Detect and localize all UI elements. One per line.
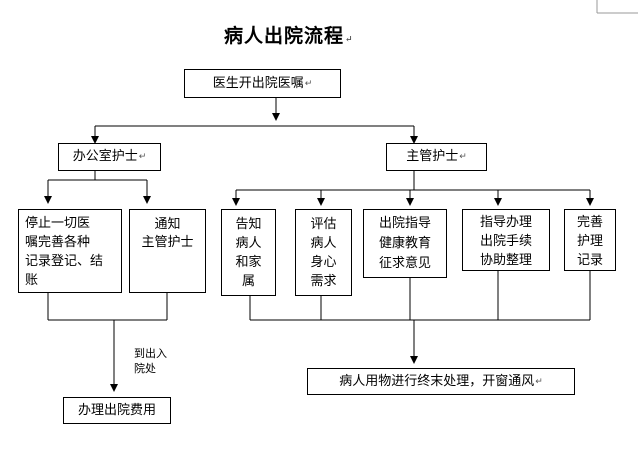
- node-assess-line-3: 身心: [310, 255, 337, 270]
- node-stop-orders-line-1: 停止一切医: [25, 216, 91, 231]
- node-charge-nurse-label: 主管护士: [406, 149, 459, 164]
- node-procedures-line-2: 出院手续: [479, 234, 532, 249]
- node-procedures-line-1: 指导办理: [479, 215, 532, 230]
- node-terminal-disinfection: 病人用物进行终末处理，开窗通风↵: [307, 368, 575, 395]
- edge-label-line-1: 到出入: [134, 347, 167, 360]
- node-records-line-3: 记录: [576, 253, 603, 268]
- paragraph-mark: ↵: [459, 152, 467, 162]
- paragraph-mark: ↵: [304, 78, 313, 89]
- node-stop-orders: 停止一切医 嘱完善各种 记录登记、结 账: [18, 209, 122, 293]
- node-assess-line-4: 需求: [310, 274, 337, 289]
- node-notify-line-2: 主管护士: [141, 235, 194, 250]
- page-corner-mark: [596, 0, 638, 14]
- node-charge-nurse: 主管护士↵: [386, 143, 487, 171]
- node-inform-family: 告知 病人 和家 属: [221, 209, 276, 296]
- node-inform-line-1: 告知: [235, 217, 262, 232]
- node-procedures-line-3: 协助整理: [479, 253, 532, 268]
- node-doctor-order-label: 医生开出院医嘱: [212, 75, 304, 91]
- node-records: 完善 护理 记录: [564, 209, 616, 271]
- node-office-nurse: 办公室护士↵: [58, 143, 161, 171]
- node-assess-patient: 评估 病人 身心 需求: [295, 209, 352, 296]
- node-discharge-guidance: 出院指导 健康教育 征求意见: [363, 209, 447, 278]
- node-stop-orders-line-2: 嘱完善各种: [25, 235, 91, 250]
- paragraph-mark: ↵: [535, 376, 543, 387]
- edge-label-line-2: 院处: [134, 362, 156, 375]
- node-inform-line-4: 属: [241, 274, 255, 289]
- node-assess-line-1: 评估: [310, 217, 337, 232]
- node-procedures: 指导办理 出院手续 协助整理: [462, 209, 550, 271]
- node-records-line-1: 完善: [576, 215, 603, 230]
- node-stop-orders-line-4: 账: [25, 273, 39, 288]
- node-inform-line-2: 病人: [235, 236, 262, 251]
- node-records-line-2: 护理: [576, 234, 603, 249]
- title-text: 病人出院流程: [224, 25, 345, 47]
- paragraph-mark: ↵: [138, 152, 147, 162]
- node-guidance-line-3: 征求意见: [378, 256, 431, 271]
- paragraph-mark: ↵: [345, 35, 354, 45]
- node-assess-line-2: 病人: [310, 236, 337, 251]
- node-inform-line-3: 和家: [235, 255, 262, 270]
- node-doctor-order: 医生开出院医嘱↵: [184, 69, 341, 98]
- node-stop-orders-line-3: 记录登记、结: [25, 254, 104, 269]
- node-notify-line-1: 通知: [154, 217, 181, 232]
- node-guidance-line-2: 健康教育: [378, 236, 431, 251]
- page-title: 病人出院流程↵: [224, 21, 354, 48]
- node-notify-nurse: 通知 主管护士: [129, 209, 206, 293]
- node-terminal-label: 病人用物进行终末处理，开窗通风: [339, 373, 535, 389]
- node-guidance-line-1: 出院指导: [378, 216, 431, 231]
- node-billing-label: 办理出院费用: [77, 402, 156, 418]
- node-billing: 办理出院费用: [63, 397, 171, 424]
- edge-label-admissions-office: 到出入 院处: [134, 346, 167, 376]
- node-office-nurse-label: 办公室护士: [72, 149, 138, 164]
